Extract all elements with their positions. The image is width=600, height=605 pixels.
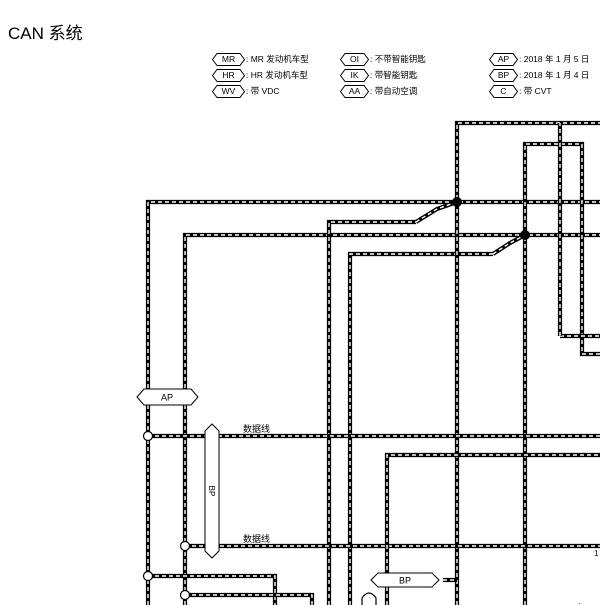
wire-second-diagonal-dash bbox=[492, 234, 526, 255]
wire-low-2-dash bbox=[185, 594, 313, 605]
legend-code-frame-icon bbox=[489, 69, 519, 82]
legend-desc: : 带智能钥匙 bbox=[370, 70, 418, 80]
legend-code-frame-icon bbox=[340, 53, 370, 66]
legend-code: OI bbox=[350, 54, 359, 64]
splice-junction-dot bbox=[452, 197, 462, 207]
wire-crossover-arc bbox=[361, 592, 377, 605]
can-wires bbox=[145, 120, 600, 605]
wire-second-dash bbox=[184, 234, 600, 605]
legend-desc: : 2018 年 1 月 5 日 bbox=[519, 54, 590, 64]
legend-desc: : HR 发动机车型 bbox=[246, 70, 308, 80]
wire-top-outer-dash bbox=[147, 201, 600, 605]
legend-desc: : 带 VDC bbox=[246, 86, 280, 96]
edge-mark: 1 bbox=[594, 549, 599, 558]
wire-loop-right-dash bbox=[524, 143, 600, 605]
wire-low-1 bbox=[148, 573, 278, 605]
connector-tag-label: AP bbox=[161, 393, 173, 403]
legend-code: BP bbox=[497, 70, 510, 80]
splice-junction-dot bbox=[520, 230, 530, 240]
wire-label-data-line: 数据线 bbox=[243, 423, 270, 434]
legend-code-frame-icon bbox=[212, 85, 246, 98]
edge-mark-tick: · bbox=[578, 599, 581, 605]
wire-low-1-dash bbox=[148, 575, 276, 605]
legend-code-frame-icon bbox=[489, 85, 519, 98]
connection-point-icon bbox=[142, 570, 154, 582]
connection-point-icon bbox=[179, 540, 191, 552]
wire-top-diagonal bbox=[414, 200, 458, 224]
wire-tall-loop bbox=[454, 120, 600, 605]
legend-code-frame-icon bbox=[489, 53, 519, 66]
connector-tag-label: BP bbox=[207, 486, 216, 497]
legend-code: C bbox=[500, 86, 507, 96]
wire-top-diagonal-dash bbox=[415, 201, 458, 223]
legend-code: MR bbox=[221, 54, 236, 64]
wire-inner bbox=[347, 251, 493, 605]
legend-desc: : 2018 年 1 月 4 日 bbox=[519, 70, 590, 80]
legend-desc: : 带 CVT bbox=[519, 86, 552, 96]
legend-code: IK bbox=[350, 70, 359, 80]
connector-tag-label: BP bbox=[399, 576, 411, 586]
wire-low-2 bbox=[185, 592, 315, 605]
connection-point-icon bbox=[142, 430, 154, 442]
legend-code-frame-icon bbox=[212, 53, 246, 66]
legend-code: AP bbox=[497, 54, 510, 64]
wire-tall-loop-dash bbox=[456, 122, 600, 605]
wire-inner-dash bbox=[349, 253, 493, 605]
legend-code-frame-icon bbox=[340, 69, 370, 82]
legend-desc: : 不带智能钥匙 bbox=[370, 54, 426, 64]
wire-loop-right bbox=[522, 141, 600, 605]
legend-desc: : 带自动空调 bbox=[370, 86, 418, 96]
wire-second bbox=[182, 232, 600, 605]
wire-left-inner-dash bbox=[328, 221, 416, 605]
wire-label-data-line: 数据线 bbox=[243, 533, 270, 544]
connector-tag-bp: BP bbox=[370, 572, 440, 588]
legend-code-frame-icon bbox=[340, 85, 370, 98]
connector-tag-bp-vertical: BP bbox=[204, 423, 220, 559]
page-title: CAN 系统 bbox=[8, 24, 83, 43]
legend-code: AA bbox=[348, 86, 361, 96]
wire-mid-rect-dash bbox=[386, 454, 600, 605]
connection-point-icon bbox=[179, 589, 191, 601]
connector-tag-ap: AP bbox=[136, 388, 199, 406]
diagram-overlay: AP BP BP 数据线 数据线 1 · bbox=[136, 197, 599, 605]
legend-code-frame-icon bbox=[212, 69, 246, 82]
legend-code: WV bbox=[221, 86, 236, 96]
legend-code: HR bbox=[222, 70, 235, 80]
legend-desc: : MR 发动机车型 bbox=[246, 54, 309, 64]
